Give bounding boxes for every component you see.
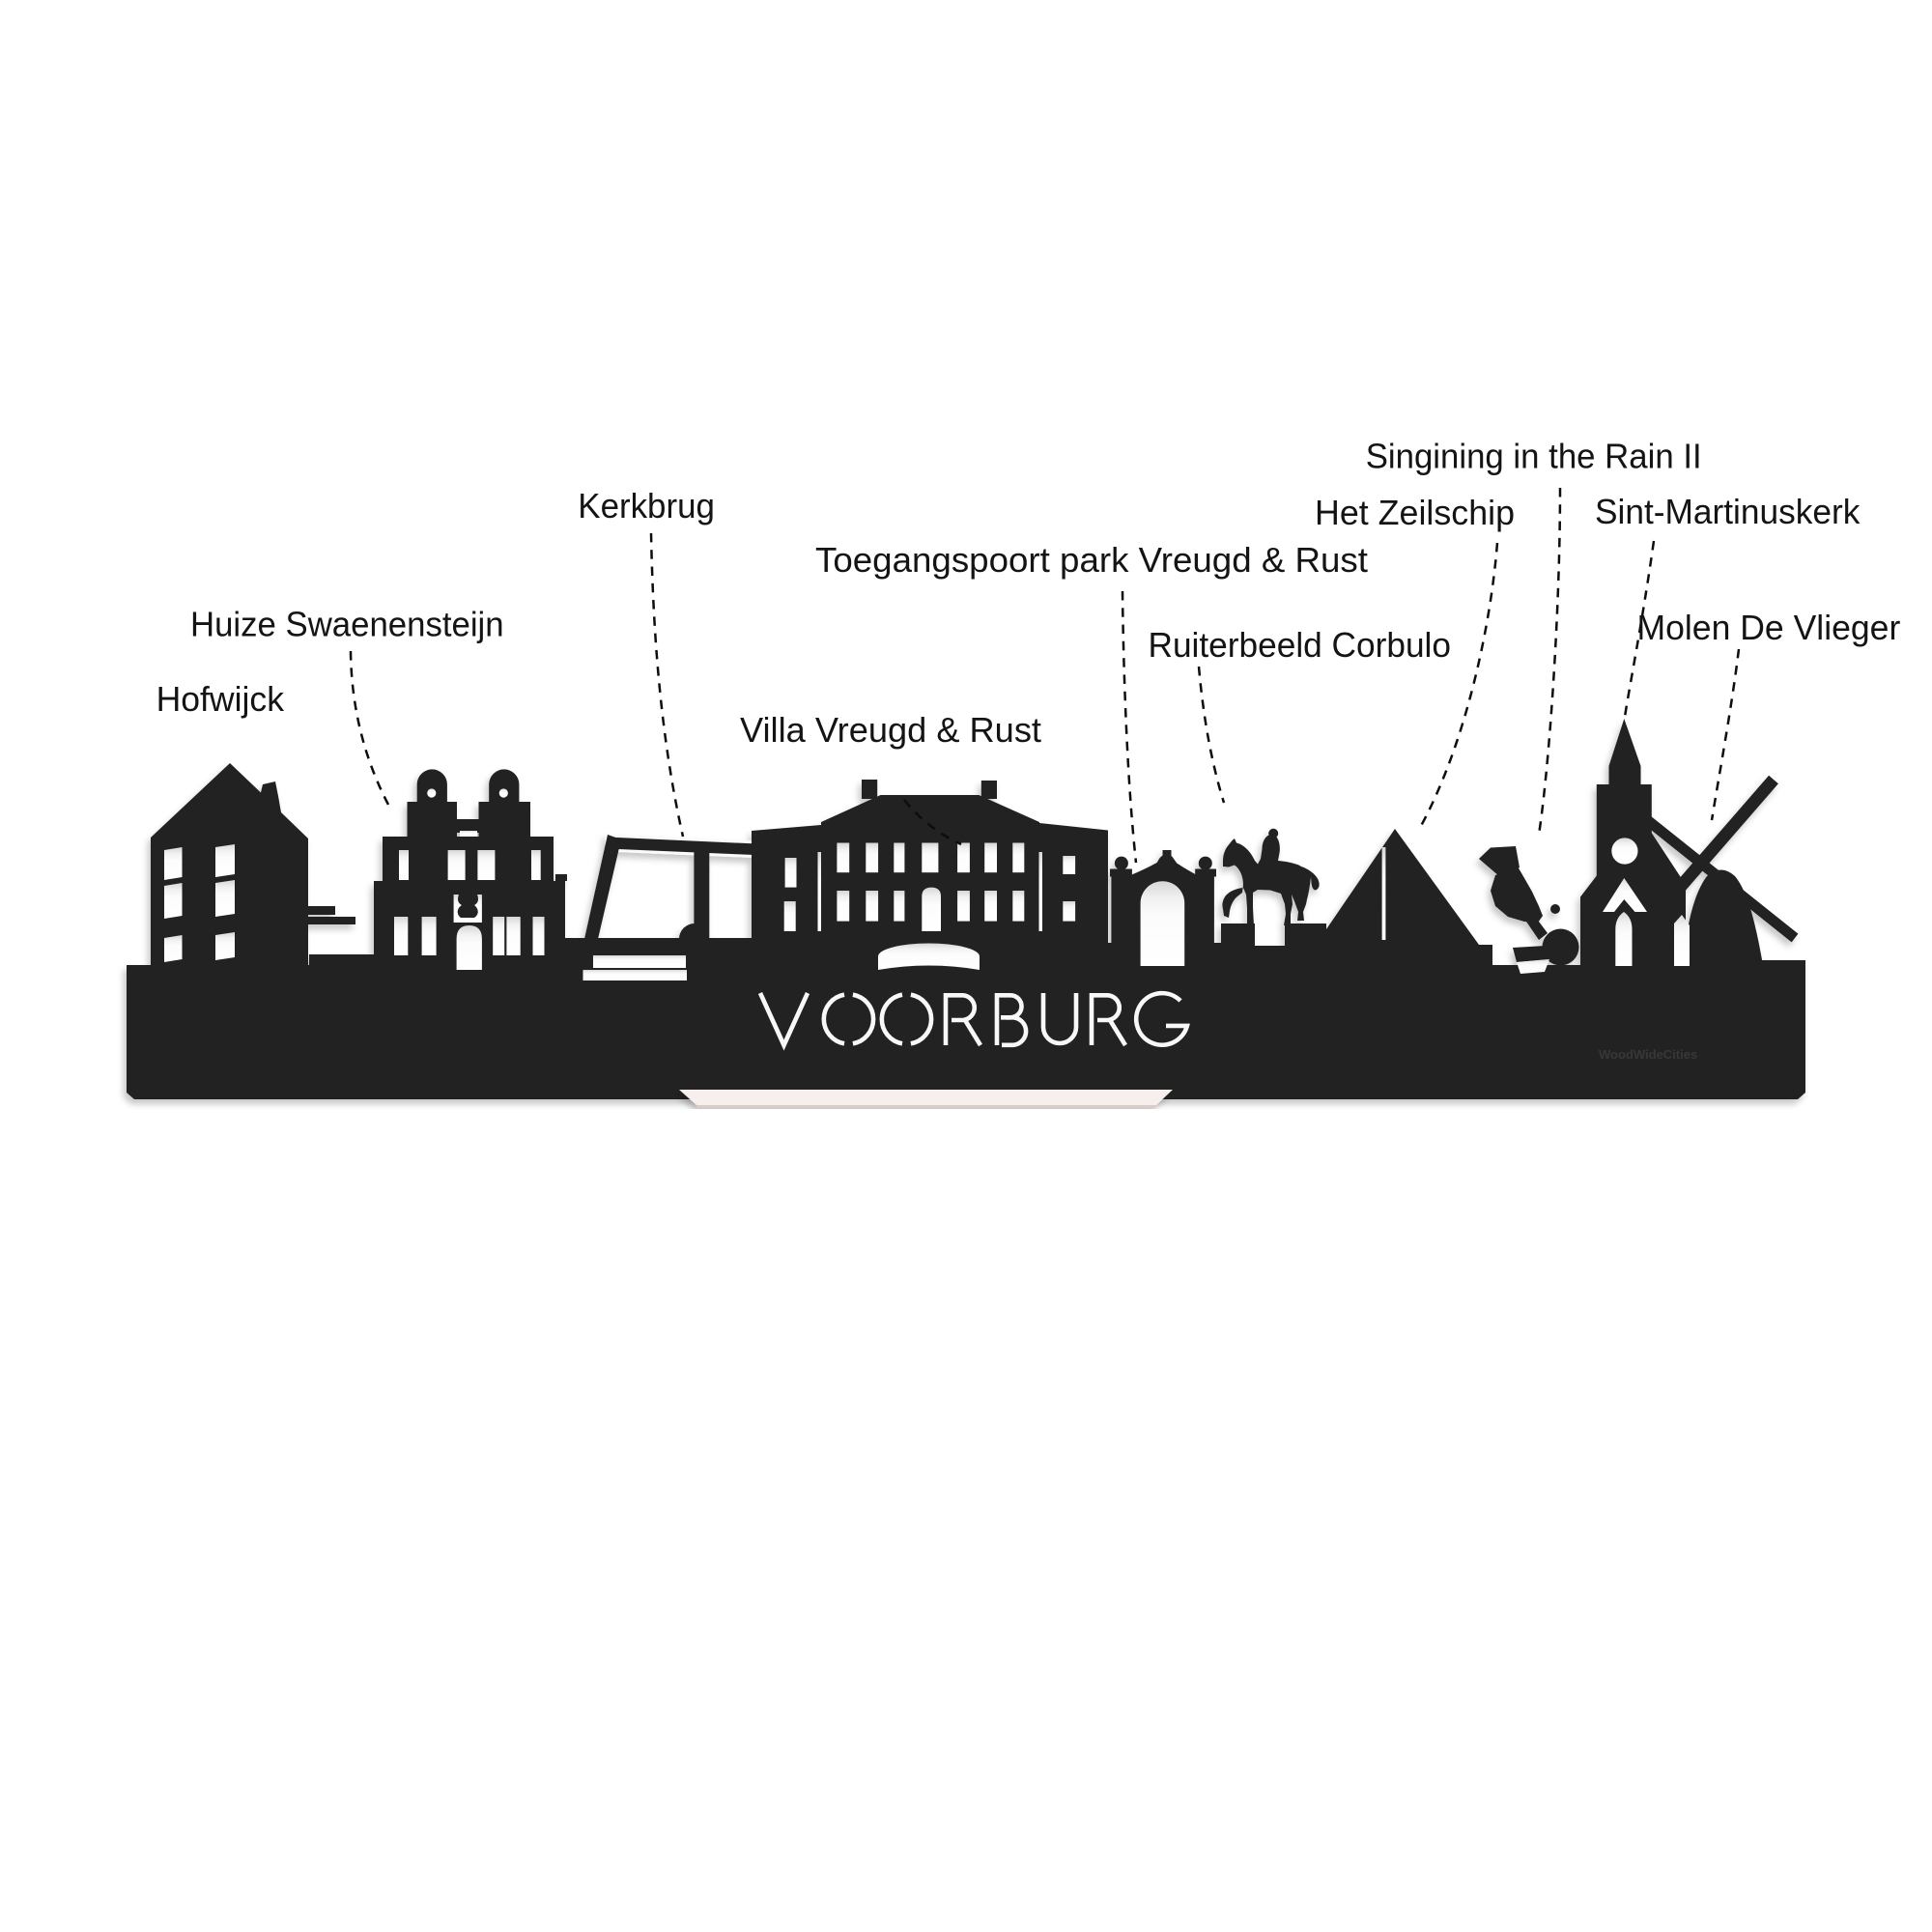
svg-text:Het Zeilschip: Het Zeilschip [1315, 493, 1515, 532]
svg-text:Kerkbrug: Kerkbrug [578, 486, 715, 526]
svg-text:WoodWideCities: WoodWideCities [1599, 1047, 1697, 1062]
svg-text:Villa Vreugd & Rust: Villa Vreugd & Rust [740, 710, 1041, 750]
svg-text:Huize Swaenensteijn: Huize Swaenensteijn [190, 605, 504, 644]
svg-text:Molen De Vlieger: Molen De Vlieger [1637, 608, 1901, 647]
svg-text:Sint-Martinuskerk: Sint-Martinuskerk [1595, 492, 1861, 531]
svg-text:Singining in the Rain II: Singining in the Rain II [1366, 437, 1702, 476]
svg-text:Ruiterbeeld Corbulo: Ruiterbeeld Corbulo [1149, 625, 1452, 665]
svg-text:Toegangspoort park Vreugd & Ru: Toegangspoort park Vreugd & Rust [815, 540, 1368, 580]
svg-text:Hofwijck: Hofwijck [156, 679, 285, 719]
